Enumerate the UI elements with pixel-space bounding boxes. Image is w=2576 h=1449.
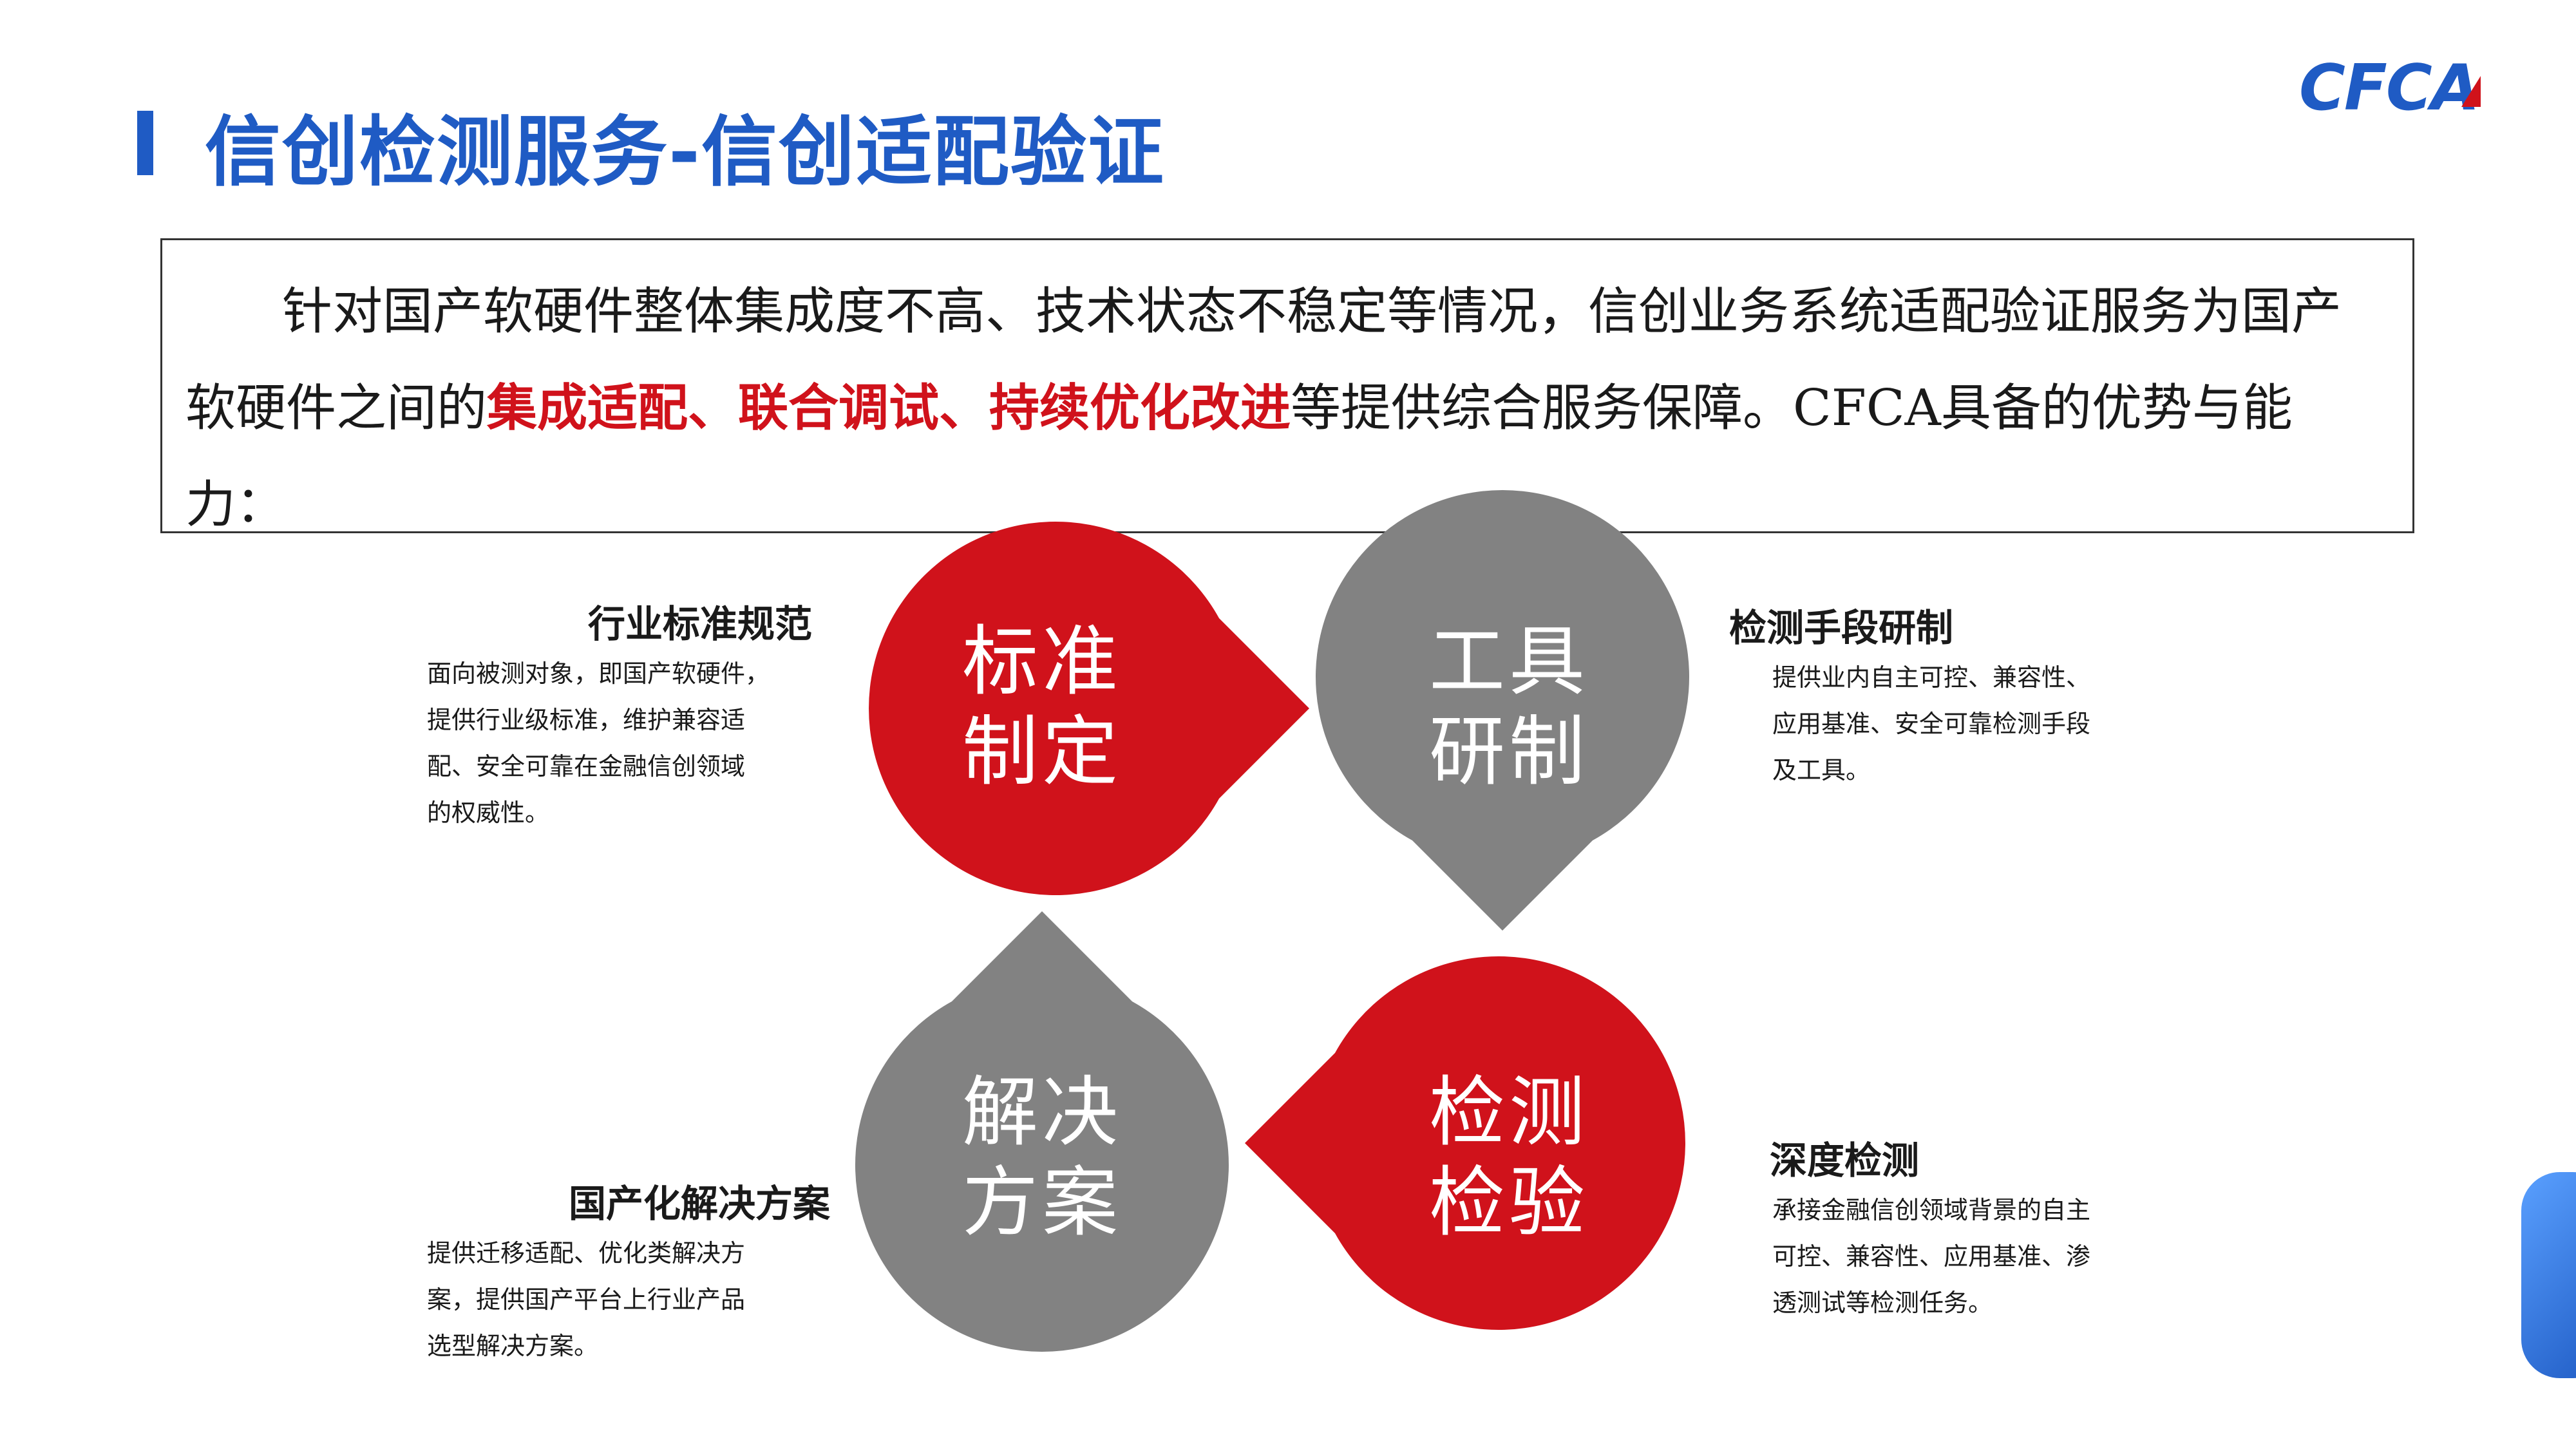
drop-label-inspection-line2: 检验 [1428, 1158, 1589, 1247]
logo-red-accent [2461, 76, 2481, 107]
drop-standard [869, 521, 1309, 895]
feature-desc-solution-line: 选型解决方案。 [427, 1332, 599, 1360]
feature-desc-tools: 提供业内自主可控、兼容性、 应用基准、安全可靠检测手段 及工具。 [1772, 654, 2133, 793]
feature-desc-deep-testing: 承接金融信创领域背景的自主 可控、兼容性、应用基准、渗 透测试等检测任务。 [1772, 1187, 2133, 1326]
feature-desc-deep-testing-line: 透测试等检测任务。 [1772, 1289, 1993, 1317]
drop-label-tools: 工具 研制 [1374, 616, 1644, 797]
drop-label-tools-line2: 研制 [1428, 707, 1589, 796]
feature-desc-solution-line: 提供迁移适配、优化类解决方 [427, 1239, 746, 1267]
intro-paragraph: 针对国产软硬件整体集成度不高、技术状态不稳定等情况，信创业务系统适配验证服务为国… [185, 263, 2389, 553]
edge-decoration [2521, 1172, 2576, 1378]
drop-solution [855, 911, 1229, 1352]
feature-title-tools: 检测手段研制 [1729, 606, 1954, 650]
feature-title-standards: 行业标准规范 [588, 602, 813, 646]
drop-label-standard: 标准 制定 [907, 616, 1177, 797]
drop-label-inspection: 检测 检验 [1374, 1067, 1644, 1247]
feature-desc-tools-line: 及工具。 [1772, 756, 1871, 784]
feature-title-solution: 国产化解决方案 [569, 1182, 831, 1226]
drop-tools [1315, 490, 1689, 931]
page-title: 信创检测服务-信创适配验证 [205, 108, 1165, 196]
drop-label-solution-line1: 解决 [961, 1068, 1122, 1157]
drop-label-solution: 解决 方案 [907, 1067, 1177, 1247]
intro-text-middle: 等提供综合服务保障。 [1291, 379, 1794, 437]
drop-label-tools-line1: 工具 [1428, 617, 1589, 706]
drop-label-standard-line2: 制定 [961, 707, 1122, 796]
intro-cfca: CFCA [1793, 379, 1941, 437]
feature-desc-deep-testing-line: 可控、兼容性、应用基准、渗 [1772, 1242, 2091, 1271]
drop-label-inspection-line1: 检测 [1428, 1068, 1589, 1157]
intro-highlight: 集成适配、联合调试、持续优化改进 [487, 379, 1291, 437]
feature-desc-standards-line: 配、安全可靠在金融信创领域 [427, 752, 746, 781]
feature-desc-tools-line: 应用基准、安全可靠检测手段 [1772, 710, 2091, 738]
feature-desc-solution: 提供迁移适配、优化类解决方 案，提供国产平台上行业产品 选型解决方案。 [427, 1230, 788, 1369]
drop-inspection [1245, 956, 1685, 1330]
intro-text-start: 针对国产软硬件整体集成度不高、技术状态不稳定等情况，信创业务系统适配验证服务为国… [185, 283, 2342, 437]
drop-label-standard-line1: 标准 [961, 617, 1122, 706]
feature-desc-deep-testing-line: 承接金融信创领域背景的自主 [1772, 1196, 2091, 1224]
feature-title-deep-testing: 深度检测 [1770, 1139, 1920, 1182]
intro-text-box: 针对国产软硬件整体集成度不高、技术状态不稳定等情况，信创业务系统适配验证服务为国… [160, 238, 2414, 534]
feature-desc-tools-line: 提供业内自主可控、兼容性、 [1772, 663, 2091, 692]
feature-desc-standards-line: 的权威性。 [427, 799, 550, 827]
feature-desc-standards: 面向被测对象，即国产软硬件， 提供行业级标准，维护兼容适 配、安全可靠在金融信创… [427, 650, 788, 836]
feature-desc-solution-line: 案，提供国产平台上行业产品 [427, 1285, 746, 1314]
cfca-logo: CFCA [2299, 52, 2480, 125]
feature-desc-standards-line: 提供行业级标准，维护兼容适 [427, 706, 746, 734]
intro-text-end: 具备的优势与能力： [185, 379, 2293, 534]
feature-desc-standards-line: 面向被测对象，即国产软硬件， [427, 659, 770, 688]
drop-label-solution-line2: 方案 [961, 1158, 1122, 1247]
title-accent-bar [137, 111, 153, 175]
